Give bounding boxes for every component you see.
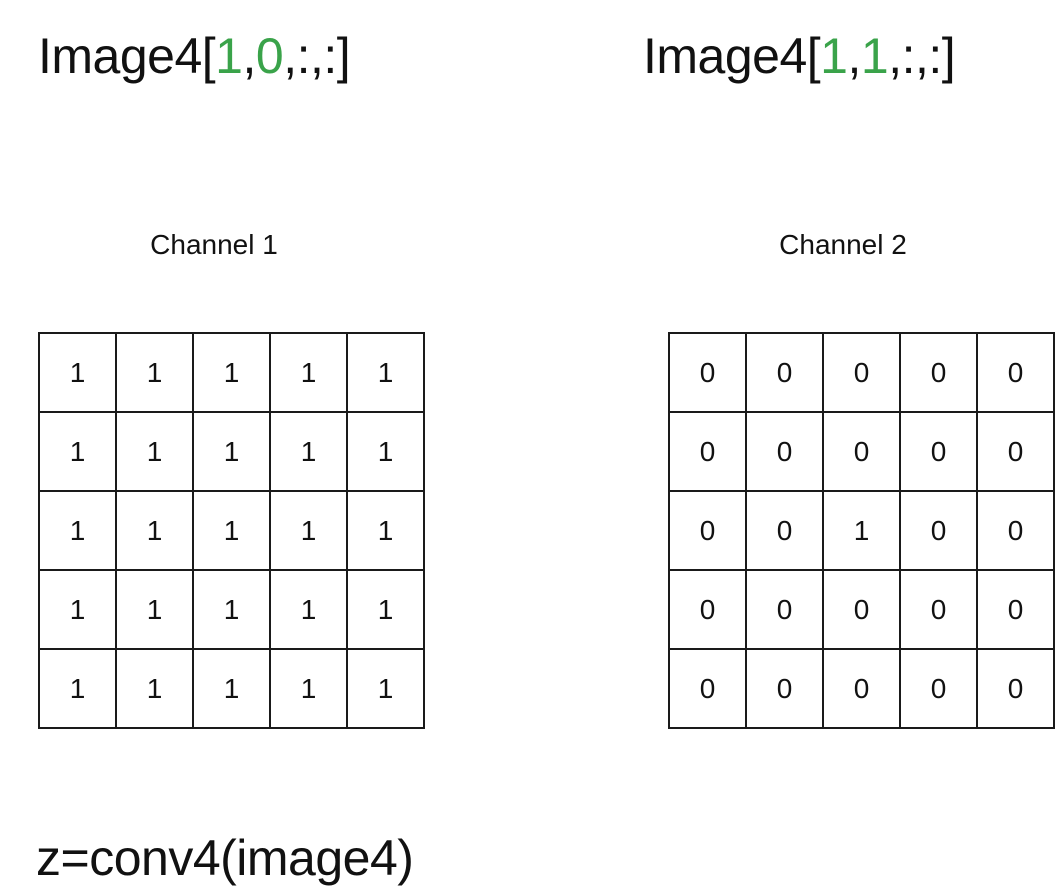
matrix-row: 0 0 0 0 0 xyxy=(668,569,1055,650)
matrix-cell: 1 xyxy=(192,648,271,729)
matrix-row: 0 0 0 0 0 xyxy=(668,332,1055,413)
matrix-cell: 0 xyxy=(822,569,901,650)
channel-2-matrix: 0 0 0 0 0 0 0 0 0 0 0 0 1 0 0 0 0 0 0 0 xyxy=(668,332,1055,729)
matrix-cell: 0 xyxy=(668,490,747,571)
matrix-row: 0 0 0 0 0 xyxy=(668,648,1055,729)
matrix-cell: 1 xyxy=(346,569,425,650)
channel-1-index-expression: Image4[1,0,:,:] xyxy=(38,26,351,86)
matrix-row: 1 1 1 1 1 xyxy=(38,411,425,492)
matrix-row: 1 1 1 1 1 xyxy=(38,569,425,650)
matrix-cell: 1 xyxy=(192,332,271,413)
matrix-cell: 0 xyxy=(976,332,1055,413)
batch-index: 1 xyxy=(820,28,848,84)
matrix-cell: 0 xyxy=(976,490,1055,571)
index-comma: , xyxy=(847,28,861,84)
index-prefix: Image4[ xyxy=(38,28,216,84)
matrix-cell: 0 xyxy=(976,648,1055,729)
matrix-row: 0 0 1 0 0 xyxy=(668,490,1055,571)
channel-1-label: Channel 1 xyxy=(150,229,278,260)
matrix-row: 1 1 1 1 1 xyxy=(38,490,425,571)
matrix-cell: 1 xyxy=(38,411,117,492)
matrix-cell: 0 xyxy=(976,569,1055,650)
matrix-cell: 1 xyxy=(192,569,271,650)
matrix-cell: 0 xyxy=(822,411,901,492)
index-suffix: ,:,:] xyxy=(888,28,956,84)
index-suffix: ,:,:] xyxy=(283,28,351,84)
matrix-cell: 1 xyxy=(38,569,117,650)
matrix-row: 0 0 0 0 0 xyxy=(668,411,1055,492)
matrix-cell: 1 xyxy=(269,411,348,492)
matrix-cell: 1 xyxy=(346,648,425,729)
matrix-cell: 0 xyxy=(668,411,747,492)
matrix-cell: 0 xyxy=(745,411,824,492)
matrix-cell: 0 xyxy=(668,332,747,413)
matrix-cell: 1 xyxy=(115,332,194,413)
channel-2-label: Channel 2 xyxy=(779,229,907,260)
matrix-cell: 1 xyxy=(192,411,271,492)
matrix-cell: 0 xyxy=(745,648,824,729)
matrix-cell: 0 xyxy=(668,569,747,650)
matrix-cell: 0 xyxy=(899,648,978,729)
matrix-cell: 1 xyxy=(115,569,194,650)
matrix-cell: 0 xyxy=(745,569,824,650)
matrix-cell: 1 xyxy=(269,490,348,571)
matrix-cell: 0 xyxy=(822,648,901,729)
matrix-cell: 0 xyxy=(899,332,978,413)
channel-index: 0 xyxy=(255,28,284,84)
matrix-cell: 1 xyxy=(115,411,194,492)
channel-index: 1 xyxy=(860,28,889,84)
matrix-row: 1 1 1 1 1 xyxy=(38,648,425,729)
matrix-cell: 1 xyxy=(38,332,117,413)
matrix-cell: 1 xyxy=(269,648,348,729)
matrix-cell: 1 xyxy=(115,490,194,571)
matrix-cell: 0 xyxy=(899,569,978,650)
index-comma: , xyxy=(242,28,256,84)
matrix-cell: 1 xyxy=(192,490,271,571)
matrix-cell: 1 xyxy=(822,490,901,571)
matrix-row: 1 1 1 1 1 xyxy=(38,332,425,413)
matrix-cell: 0 xyxy=(822,332,901,413)
matrix-cell: 1 xyxy=(269,332,348,413)
matrix-cell: 1 xyxy=(346,332,425,413)
matrix-cell: 0 xyxy=(745,490,824,571)
matrix-cell: 0 xyxy=(899,411,978,492)
matrix-cell: 0 xyxy=(745,332,824,413)
matrix-cell: 0 xyxy=(899,490,978,571)
channel-1-matrix: 1 1 1 1 1 1 1 1 1 1 1 1 1 1 1 1 1 1 1 1 xyxy=(38,332,425,729)
matrix-cell: 1 xyxy=(115,648,194,729)
matrix-cell: 1 xyxy=(346,411,425,492)
matrix-cell: 1 xyxy=(269,569,348,650)
matrix-cell: 1 xyxy=(346,490,425,571)
matrix-cell: 0 xyxy=(668,648,747,729)
matrix-cell: 0 xyxy=(976,411,1055,492)
matrix-cell: 1 xyxy=(38,648,117,729)
matrix-cell: 1 xyxy=(38,490,117,571)
conv-call-code: z=conv4(image4) xyxy=(36,830,414,886)
channel-2-index-expression: Image4[1,1,:,:] xyxy=(643,26,956,86)
index-prefix: Image4[ xyxy=(643,28,821,84)
batch-index: 1 xyxy=(215,28,243,84)
